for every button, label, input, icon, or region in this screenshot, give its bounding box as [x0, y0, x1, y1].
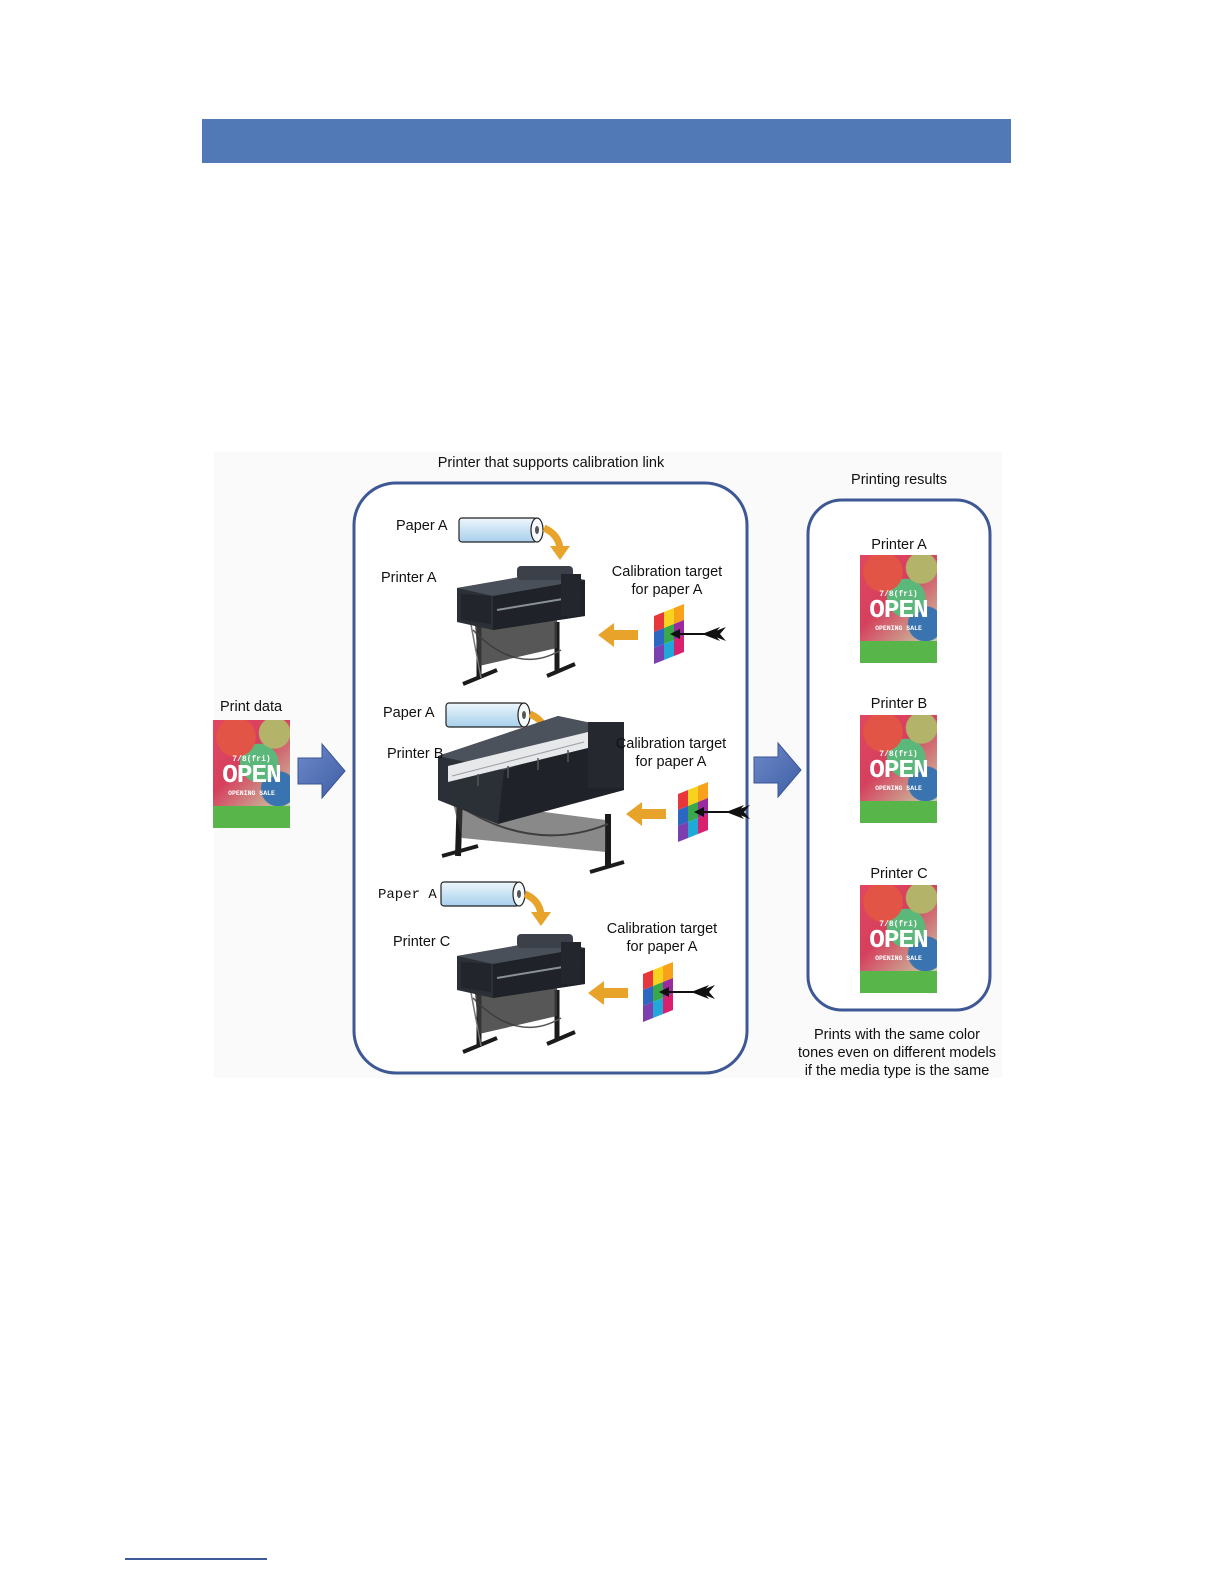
- printer-label-a: Printer A: [381, 570, 437, 586]
- result-poster-c: 7/8(fri) OPEN OPENING SALE: [860, 885, 937, 993]
- footnote-rule: [125, 1558, 267, 1560]
- result-caption-line1: Prints with the same color: [813, 1027, 980, 1043]
- poster-subline: OPENING SALE: [875, 955, 922, 962]
- center-frame-title: Printer that supports calibration link: [437, 455, 665, 471]
- poster-date: 7/8(fri): [879, 590, 918, 599]
- result-label-c: Printer C: [870, 866, 928, 882]
- poster-headline: OPEN: [869, 925, 928, 955]
- poster-subline: OPENING SALE: [875, 785, 922, 792]
- poster-date: 7/8(fri): [232, 755, 271, 764]
- section-header-bar: [202, 119, 1011, 163]
- printer-label-b: Printer B: [387, 746, 444, 762]
- print-data-label: Print data: [220, 699, 283, 715]
- result-label-b: Printer B: [870, 696, 928, 712]
- printer-label-c: Printer C: [393, 934, 451, 950]
- calibration-target-label-c-line2: for paper A: [626, 939, 698, 955]
- printing-results-title: Printing results: [851, 472, 947, 488]
- result-caption-line2: tones even on different models: [797, 1045, 997, 1061]
- flow-arrow-icon: [297, 742, 346, 800]
- flow-arrow-icon: [753, 741, 802, 799]
- paper-label-c: Paper A: [378, 887, 437, 903]
- poster-headline: OPEN: [869, 755, 928, 785]
- poster-date: 7/8(fri): [879, 750, 918, 759]
- calibration-target-label-a-line1: Calibration target: [611, 564, 723, 580]
- print-data-poster: 7/8(fri) OPEN OPENING SALE: [213, 720, 290, 828]
- result-poster-a: 7/8(fri) OPEN OPENING SALE: [860, 555, 937, 663]
- result-poster-b: 7/8(fri) OPEN OPENING SALE: [860, 715, 937, 823]
- poster-subline: OPENING SALE: [228, 790, 275, 797]
- poster-headline: OPEN: [869, 595, 928, 625]
- calibration-target-label-b-line1: Calibration target: [615, 736, 727, 752]
- poster-subline: OPENING SALE: [875, 625, 922, 632]
- paper-label-a: Paper A: [396, 518, 448, 534]
- result-label-a: Printer A: [871, 537, 927, 553]
- calibration-target-label-b-line2: for paper A: [635, 754, 707, 770]
- paper-label-b: Paper A: [383, 705, 435, 721]
- result-caption-line3: if the media type is the same: [804, 1063, 990, 1079]
- calibration-target-label-c-line1: Calibration target: [606, 921, 718, 937]
- poster-headline: OPEN: [222, 760, 281, 790]
- calibration-target-label-a-line2: for paper A: [631, 582, 703, 598]
- poster-date: 7/8(fri): [879, 920, 918, 929]
